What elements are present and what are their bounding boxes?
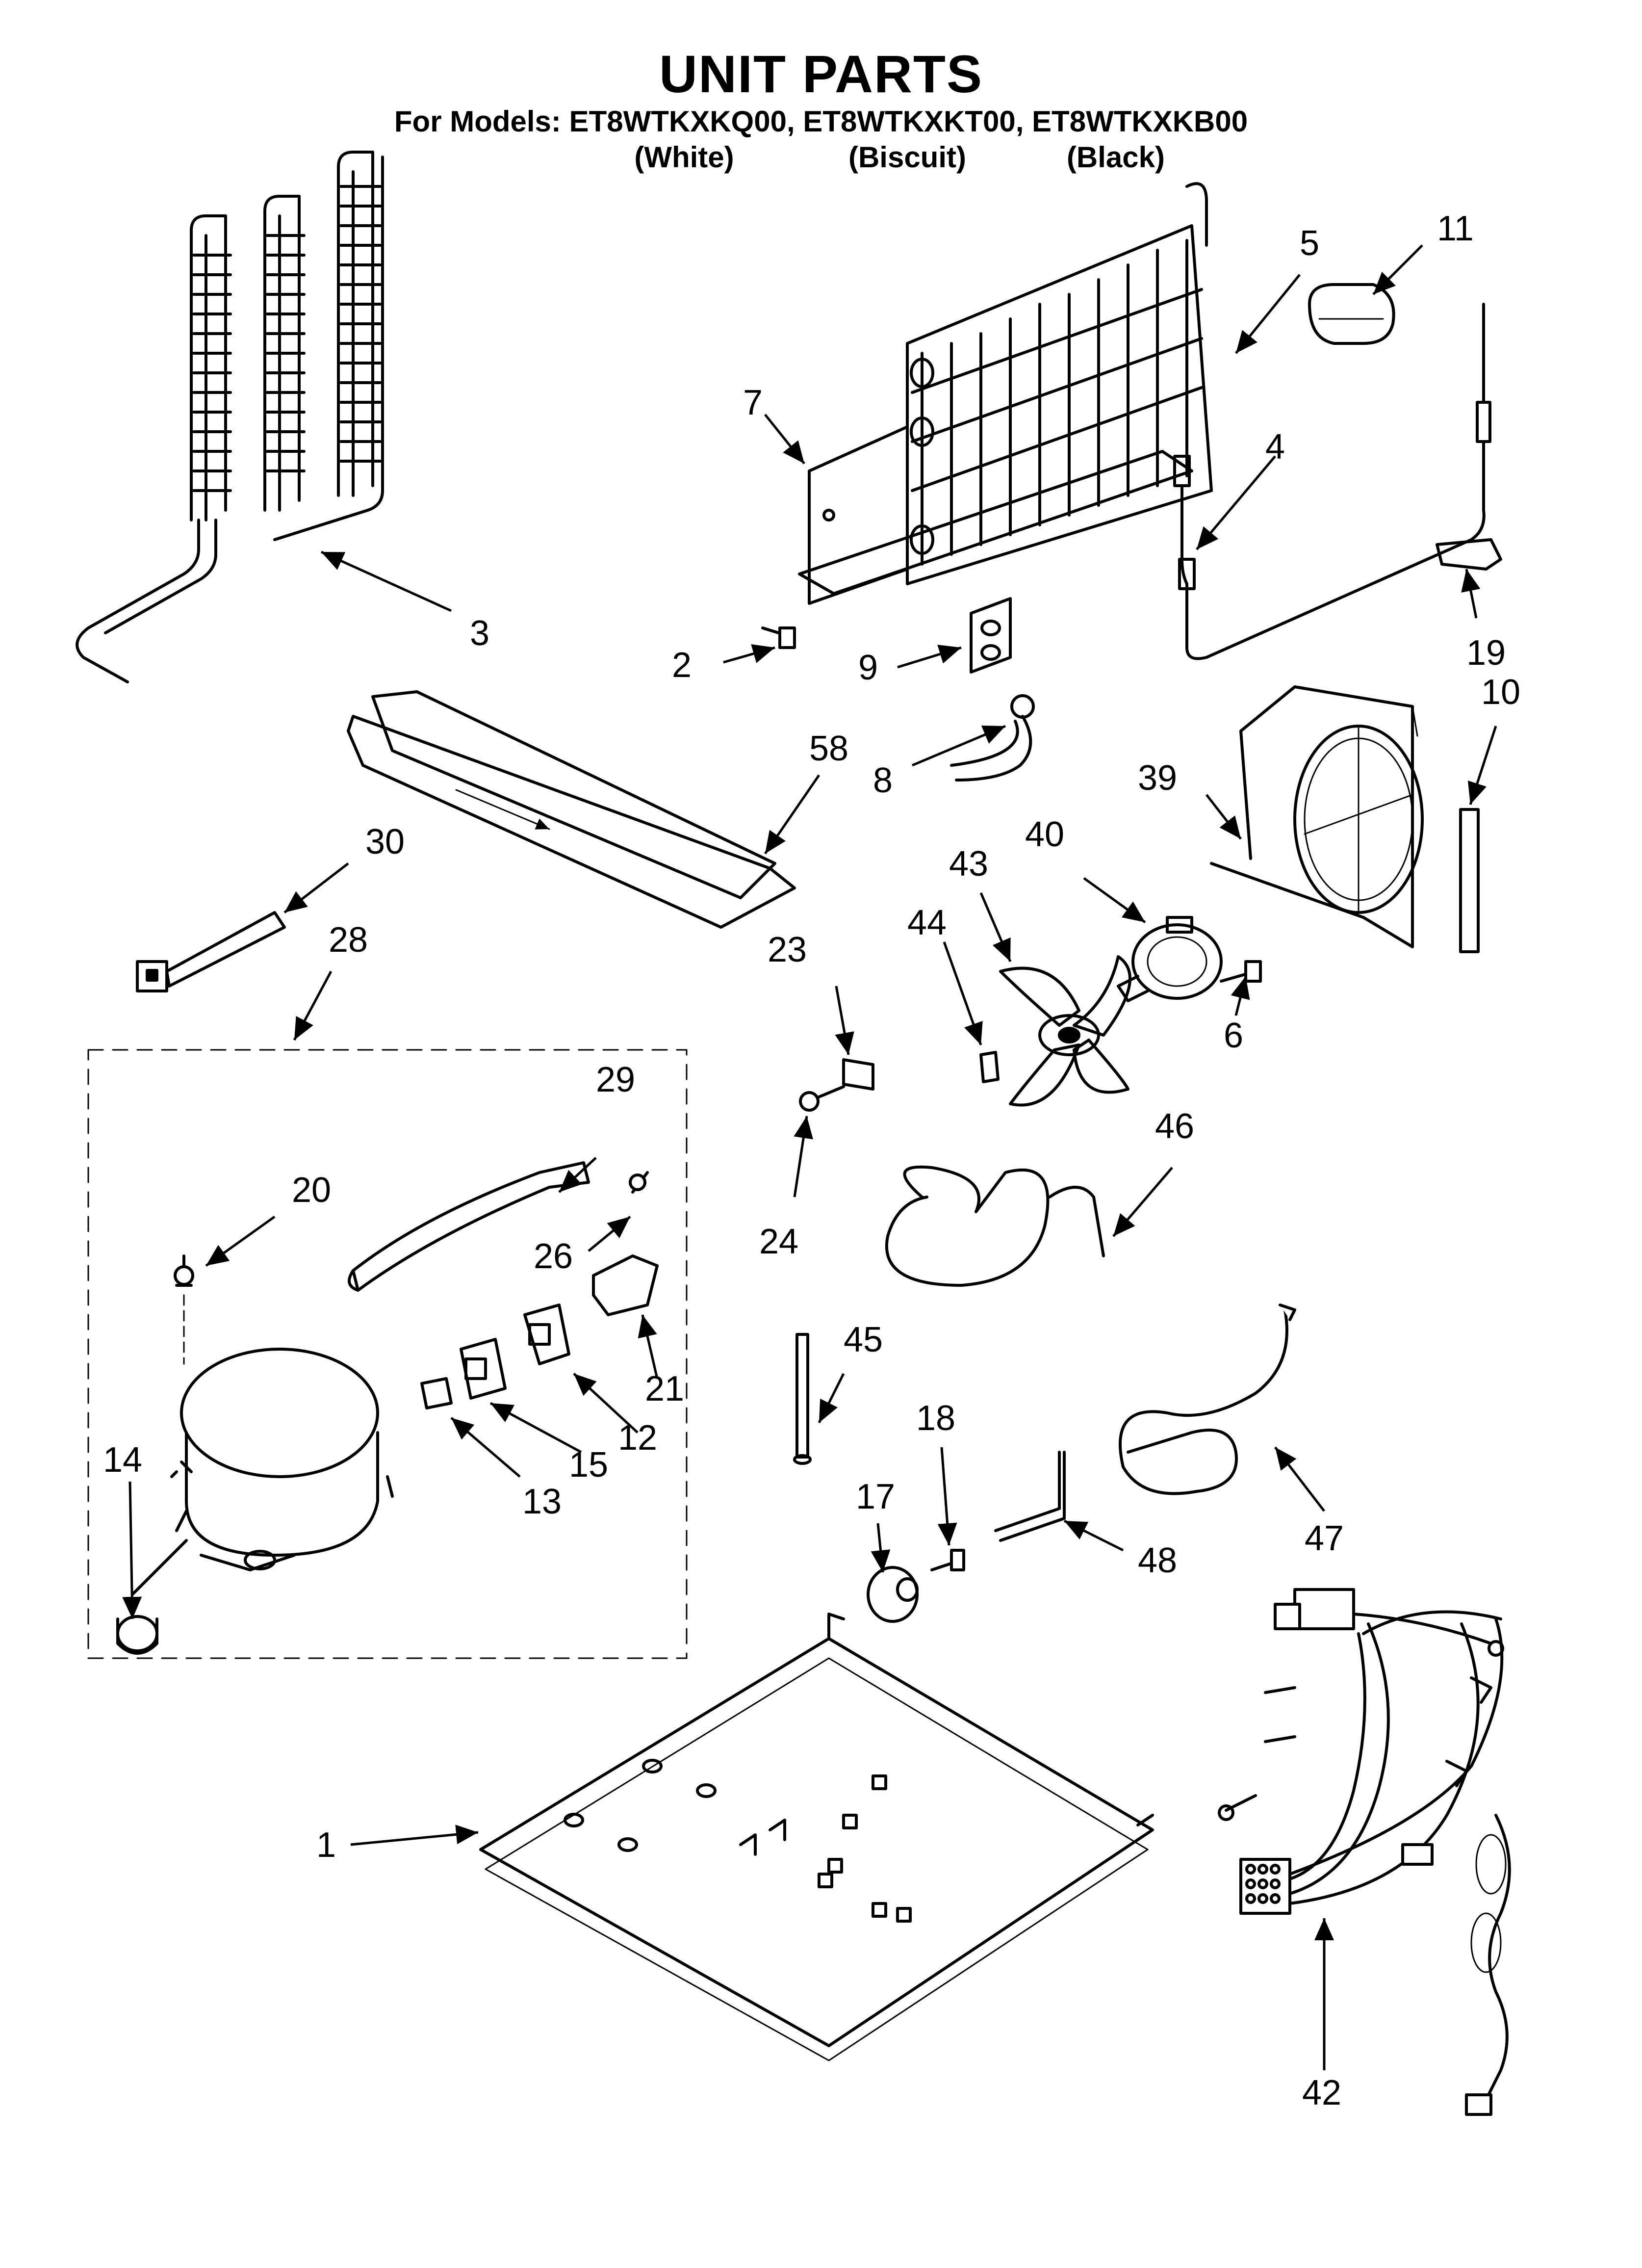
callout-21: 21 — [645, 1369, 684, 1408]
callout-43: 43 — [949, 844, 988, 884]
callout-7: 7 — [743, 383, 763, 422]
callout-18: 18 — [916, 1399, 955, 1438]
fan-shroud — [1210, 685, 1424, 948]
variant-black: (Black) — [1066, 141, 1165, 174]
callout-13: 13 — [522, 1482, 562, 1521]
drain-tube-46 — [885, 1165, 1105, 1287]
callout-11: 11 — [1437, 209, 1474, 248]
callout-40: 40 — [1025, 815, 1064, 854]
axle-18 — [930, 1549, 965, 1571]
callout-45: 45 — [844, 1320, 883, 1359]
thermistor-clip — [1436, 538, 1502, 571]
thermistor-wire — [1173, 303, 1491, 660]
callout-30: 30 — [365, 822, 405, 861]
screw-6 — [1220, 960, 1262, 983]
bracket-9 — [970, 597, 1012, 674]
callout-28: 28 — [329, 920, 368, 960]
callout-29: 29 — [596, 1060, 635, 1099]
screw-24 — [799, 1085, 845, 1112]
callout-6: 6 — [1224, 1016, 1243, 1055]
callout-14: 14 — [103, 1440, 142, 1480]
callout-9: 9 — [858, 648, 878, 687]
condenser-coil — [76, 151, 384, 683]
callout-15: 15 — [569, 1445, 608, 1485]
clip-13 — [420, 1377, 453, 1409]
callout-58: 58 — [809, 729, 848, 768]
callout-2: 2 — [672, 646, 692, 685]
leader-lines — [122, 244, 1497, 2070]
callout-1: 1 — [316, 1825, 336, 1865]
fan-blade — [979, 955, 1131, 1107]
page-title: UNIT PARTS — [659, 44, 983, 104]
gasket-strip — [1459, 808, 1480, 953]
callout-5: 5 — [1300, 224, 1319, 263]
bracket-23 — [842, 1058, 874, 1091]
variant-white: (White) — [634, 141, 734, 174]
drain-cap — [1308, 283, 1395, 345]
wheel-17 — [867, 1566, 919, 1623]
heater-wire — [950, 694, 1035, 782]
rod-45 — [793, 1333, 812, 1465]
wire-harness — [1218, 1588, 1511, 2116]
callout-42: 42 — [1302, 2073, 1341, 2112]
callout-19: 19 — [1466, 633, 1506, 673]
screw-26 — [629, 1171, 649, 1194]
callout-10: 10 — [1481, 673, 1520, 712]
compressor-kit — [87, 1049, 688, 1659]
callout-3: 3 — [470, 614, 489, 653]
overload-15 — [460, 1338, 507, 1400]
relay-21 — [592, 1254, 659, 1316]
callout-12: 12 — [618, 1418, 657, 1458]
models-line: For Models: ET8WTKXKQ00, ET8WTKXKT00, ET… — [394, 105, 1248, 138]
callout-48: 48 — [1138, 1541, 1177, 1580]
callout-labels: 1 2 3 4 5 6 7 8 9 10 11 12 13 14 15 17 1… — [103, 209, 1520, 2112]
filter-drier — [348, 1161, 590, 1292]
base-plate — [479, 1613, 1154, 2061]
callout-47: 47 — [1305, 1519, 1344, 1558]
relay-12 — [523, 1303, 570, 1365]
cable-tie — [136, 911, 286, 992]
evaporator-assembly — [798, 182, 1213, 605]
callout-4: 4 — [1265, 427, 1285, 467]
variant-biscuit: (Biscuit) — [848, 141, 966, 174]
callout-26: 26 — [534, 1237, 573, 1276]
tube-47 — [1119, 1303, 1296, 1495]
callout-8: 8 — [873, 761, 893, 800]
callout-17: 17 — [856, 1477, 895, 1516]
callout-20: 20 — [292, 1171, 331, 1210]
fan-motor — [1117, 916, 1223, 1002]
screw-2 — [761, 626, 796, 649]
callout-24: 24 — [759, 1222, 798, 1261]
callout-46: 46 — [1155, 1107, 1194, 1146]
callout-39: 39 — [1138, 758, 1177, 798]
callout-44: 44 — [907, 903, 947, 942]
callout-23: 23 — [768, 930, 807, 969]
tube-48 — [994, 1451, 1066, 1542]
drain-trough — [347, 690, 796, 929]
